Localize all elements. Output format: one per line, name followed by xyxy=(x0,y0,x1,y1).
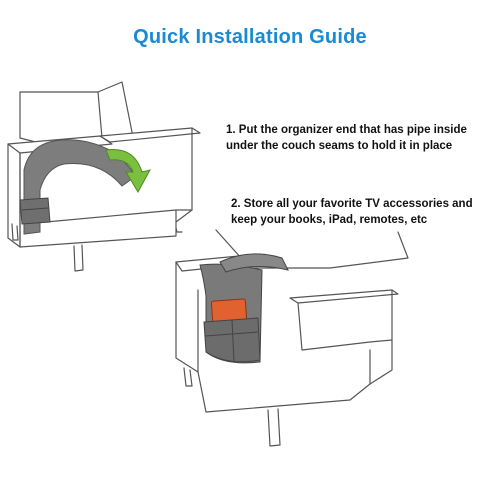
green-arrow-icon xyxy=(105,148,151,194)
install-step-1: 1. Put the organizer end that has pipe i… xyxy=(226,122,467,154)
install-step-2: 2. Store all your favorite TV accessorie… xyxy=(231,196,473,228)
step-2-line-1: 2. Store all your favorite TV accessorie… xyxy=(231,198,473,210)
step-1-line-1: 1. Put the organizer end that has pipe i… xyxy=(226,124,467,136)
armchair-install-illustration xyxy=(7,81,201,272)
step-1-line-2: under the couch seams to hold it in plac… xyxy=(226,140,453,152)
guide-title: Quick Installation Guide xyxy=(133,26,367,48)
step-2-line-2: keep your books, iPad, remotes, etc xyxy=(231,214,428,226)
armchair-organizer-illustration xyxy=(175,229,409,447)
